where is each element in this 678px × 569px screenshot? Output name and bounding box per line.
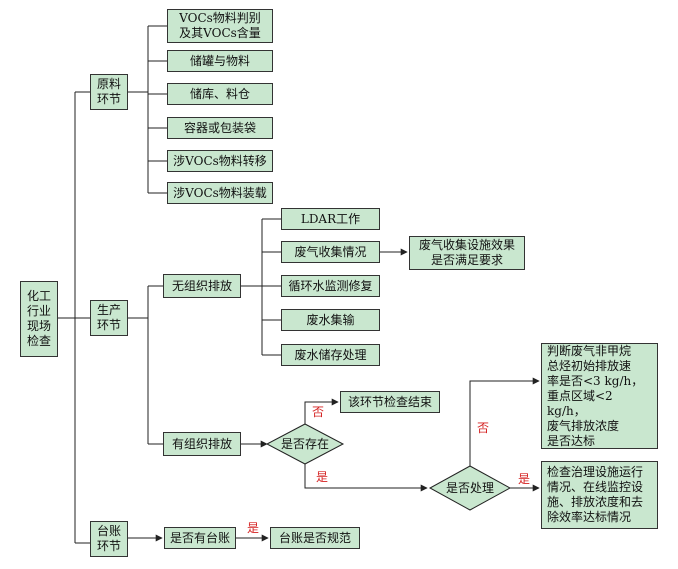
nmhc-rate-check: 判断废气非甲烷 总烃初始排放速 率是否<3 kg/h， 重点区域<2 kg/h，…	[541, 343, 658, 449]
exists-no-label: 否	[312, 405, 325, 419]
raw-item-tank: 储罐与物料	[167, 50, 273, 72]
section-ledger: 台账 环节	[90, 521, 128, 557]
fugitive-item-wastewater-transport: 废水集输	[281, 309, 380, 331]
facility-operation-check: 检查治理设施运行 情况、在线监控设 施、排放浓度和去 除效率达标情况	[541, 461, 658, 529]
decision-treat-diamond	[428, 465, 512, 511]
ledger-yes-label: 是	[247, 521, 260, 535]
exists-yes-label: 是	[316, 470, 329, 484]
fugitive-emission: 无组织排放	[163, 274, 241, 298]
fugitive-item-cooling-water: 循环水监测修复	[281, 275, 380, 297]
raw-item-transfer: 涉VOCs物料转移	[167, 150, 273, 172]
treat-yes-label: 是	[518, 472, 531, 486]
root-node: 化工 行业 现场 检查	[20, 281, 58, 357]
ledger-standard-box: 台账是否规范	[270, 527, 360, 549]
decision-treat-text: 是否处理	[445, 481, 494, 495]
section-production: 生产 环节	[90, 300, 128, 336]
fugitive-item-collection: 废气收集情况	[281, 241, 380, 263]
raw-item-loading: 涉VOCs物料装载	[167, 182, 273, 204]
treat-no-label: 否	[477, 421, 490, 435]
collection-effect-check: 废气收集设施效果 是否满足要求	[409, 236, 525, 270]
organized-emission: 有组织排放	[163, 432, 241, 456]
decision-exists-text: 是否存在	[280, 437, 329, 451]
raw-item-container: 容器或包装袋	[167, 117, 273, 139]
section-raw: 原料 环节	[90, 74, 128, 110]
fugitive-item-wastewater-storage: 废水储存处理	[281, 344, 380, 366]
has-ledger-question: 是否有台账	[164, 527, 236, 549]
raw-item-vocs-identify: VOCs物料判别 及其VOCs含量	[167, 9, 273, 43]
decision-exists-diamond	[265, 423, 345, 465]
fugitive-item-ldar: LDAR工作	[281, 208, 380, 230]
check-end-box: 该环节检查结束	[340, 391, 440, 413]
raw-item-warehouse: 储库、料仓	[167, 83, 273, 105]
